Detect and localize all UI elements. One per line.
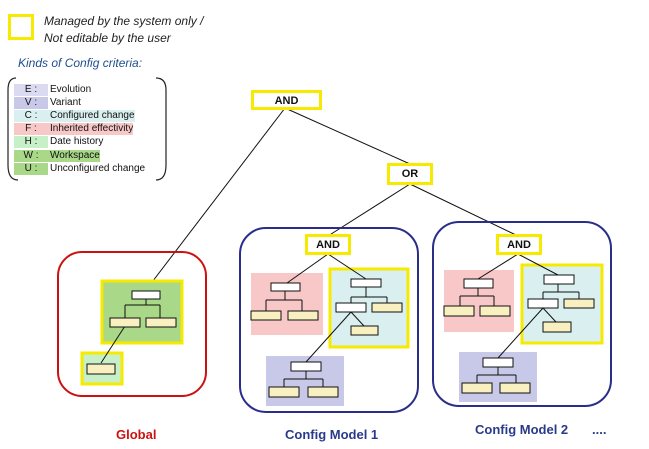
legend-line-1: Managed by the system only / bbox=[44, 14, 204, 28]
model1-c-c bbox=[350, 325, 379, 336]
model1-v-a bbox=[268, 386, 300, 398]
model1-v-root bbox=[290, 361, 322, 372]
model2-v-b bbox=[499, 382, 531, 394]
criteria-bracket-right bbox=[155, 77, 167, 181]
criteria-row-u: U :Unconfigured change bbox=[14, 163, 145, 175]
global-node-c bbox=[86, 363, 116, 375]
model1-inherited-box bbox=[251, 273, 323, 335]
criteria-row-v: V :Variant bbox=[14, 97, 81, 109]
model2-v-root bbox=[482, 357, 514, 368]
connector-or-and2 bbox=[409, 183, 519, 237]
model2-v-a bbox=[461, 382, 493, 394]
criteria-row-c: C :Configured change bbox=[14, 110, 135, 122]
criteria-row-f: F :Inherited effectivity bbox=[14, 123, 134, 135]
model1-group bbox=[239, 227, 419, 413]
model2-caption: Config Model 2 bbox=[475, 422, 569, 437]
model2-c-b bbox=[563, 298, 595, 309]
model2-and-operator: AND bbox=[496, 234, 542, 255]
model2-f-a bbox=[443, 305, 475, 317]
model2-group bbox=[432, 221, 612, 407]
model1-f-b bbox=[287, 310, 319, 321]
global-group bbox=[57, 251, 207, 397]
criteria-row-e: E :Evolution bbox=[14, 84, 91, 96]
connector-root-global bbox=[145, 107, 286, 291]
global-workspace-box bbox=[100, 279, 184, 345]
criteria-row-h: H :Date history bbox=[14, 136, 103, 148]
model1-c-b bbox=[371, 302, 403, 313]
model2-c-root bbox=[543, 274, 575, 285]
global-node-root bbox=[131, 290, 161, 300]
ellipsis-caption: .... bbox=[592, 422, 607, 437]
or-operator: OR bbox=[387, 163, 433, 185]
model1-c-root bbox=[350, 278, 382, 288]
root-and-operator: AND bbox=[251, 90, 322, 110]
model1-caption: Config Model 1 bbox=[285, 427, 379, 442]
model1-c-a bbox=[335, 302, 367, 313]
criteria-title: Kinds of Config criteria: bbox=[18, 56, 143, 70]
model2-f-root bbox=[463, 278, 494, 289]
legend-line-2: Not editable by the user bbox=[44, 31, 171, 45]
model2-c-a bbox=[527, 298, 559, 309]
criteria-row-w: W :Workspace bbox=[14, 150, 100, 162]
global-node-b bbox=[145, 317, 177, 328]
model2-c-c bbox=[542, 321, 572, 333]
model1-v-b bbox=[307, 386, 339, 398]
model1-f-root bbox=[270, 282, 301, 292]
model1-and-operator: AND bbox=[305, 234, 351, 255]
connector-root-or bbox=[284, 107, 411, 165]
global-caption: Global bbox=[116, 427, 157, 442]
criteria-bracket-left bbox=[7, 77, 19, 181]
global-node-a bbox=[109, 317, 141, 328]
model2-f-b bbox=[479, 305, 511, 317]
legend-swatch bbox=[8, 14, 34, 40]
model1-f-a bbox=[250, 310, 282, 321]
